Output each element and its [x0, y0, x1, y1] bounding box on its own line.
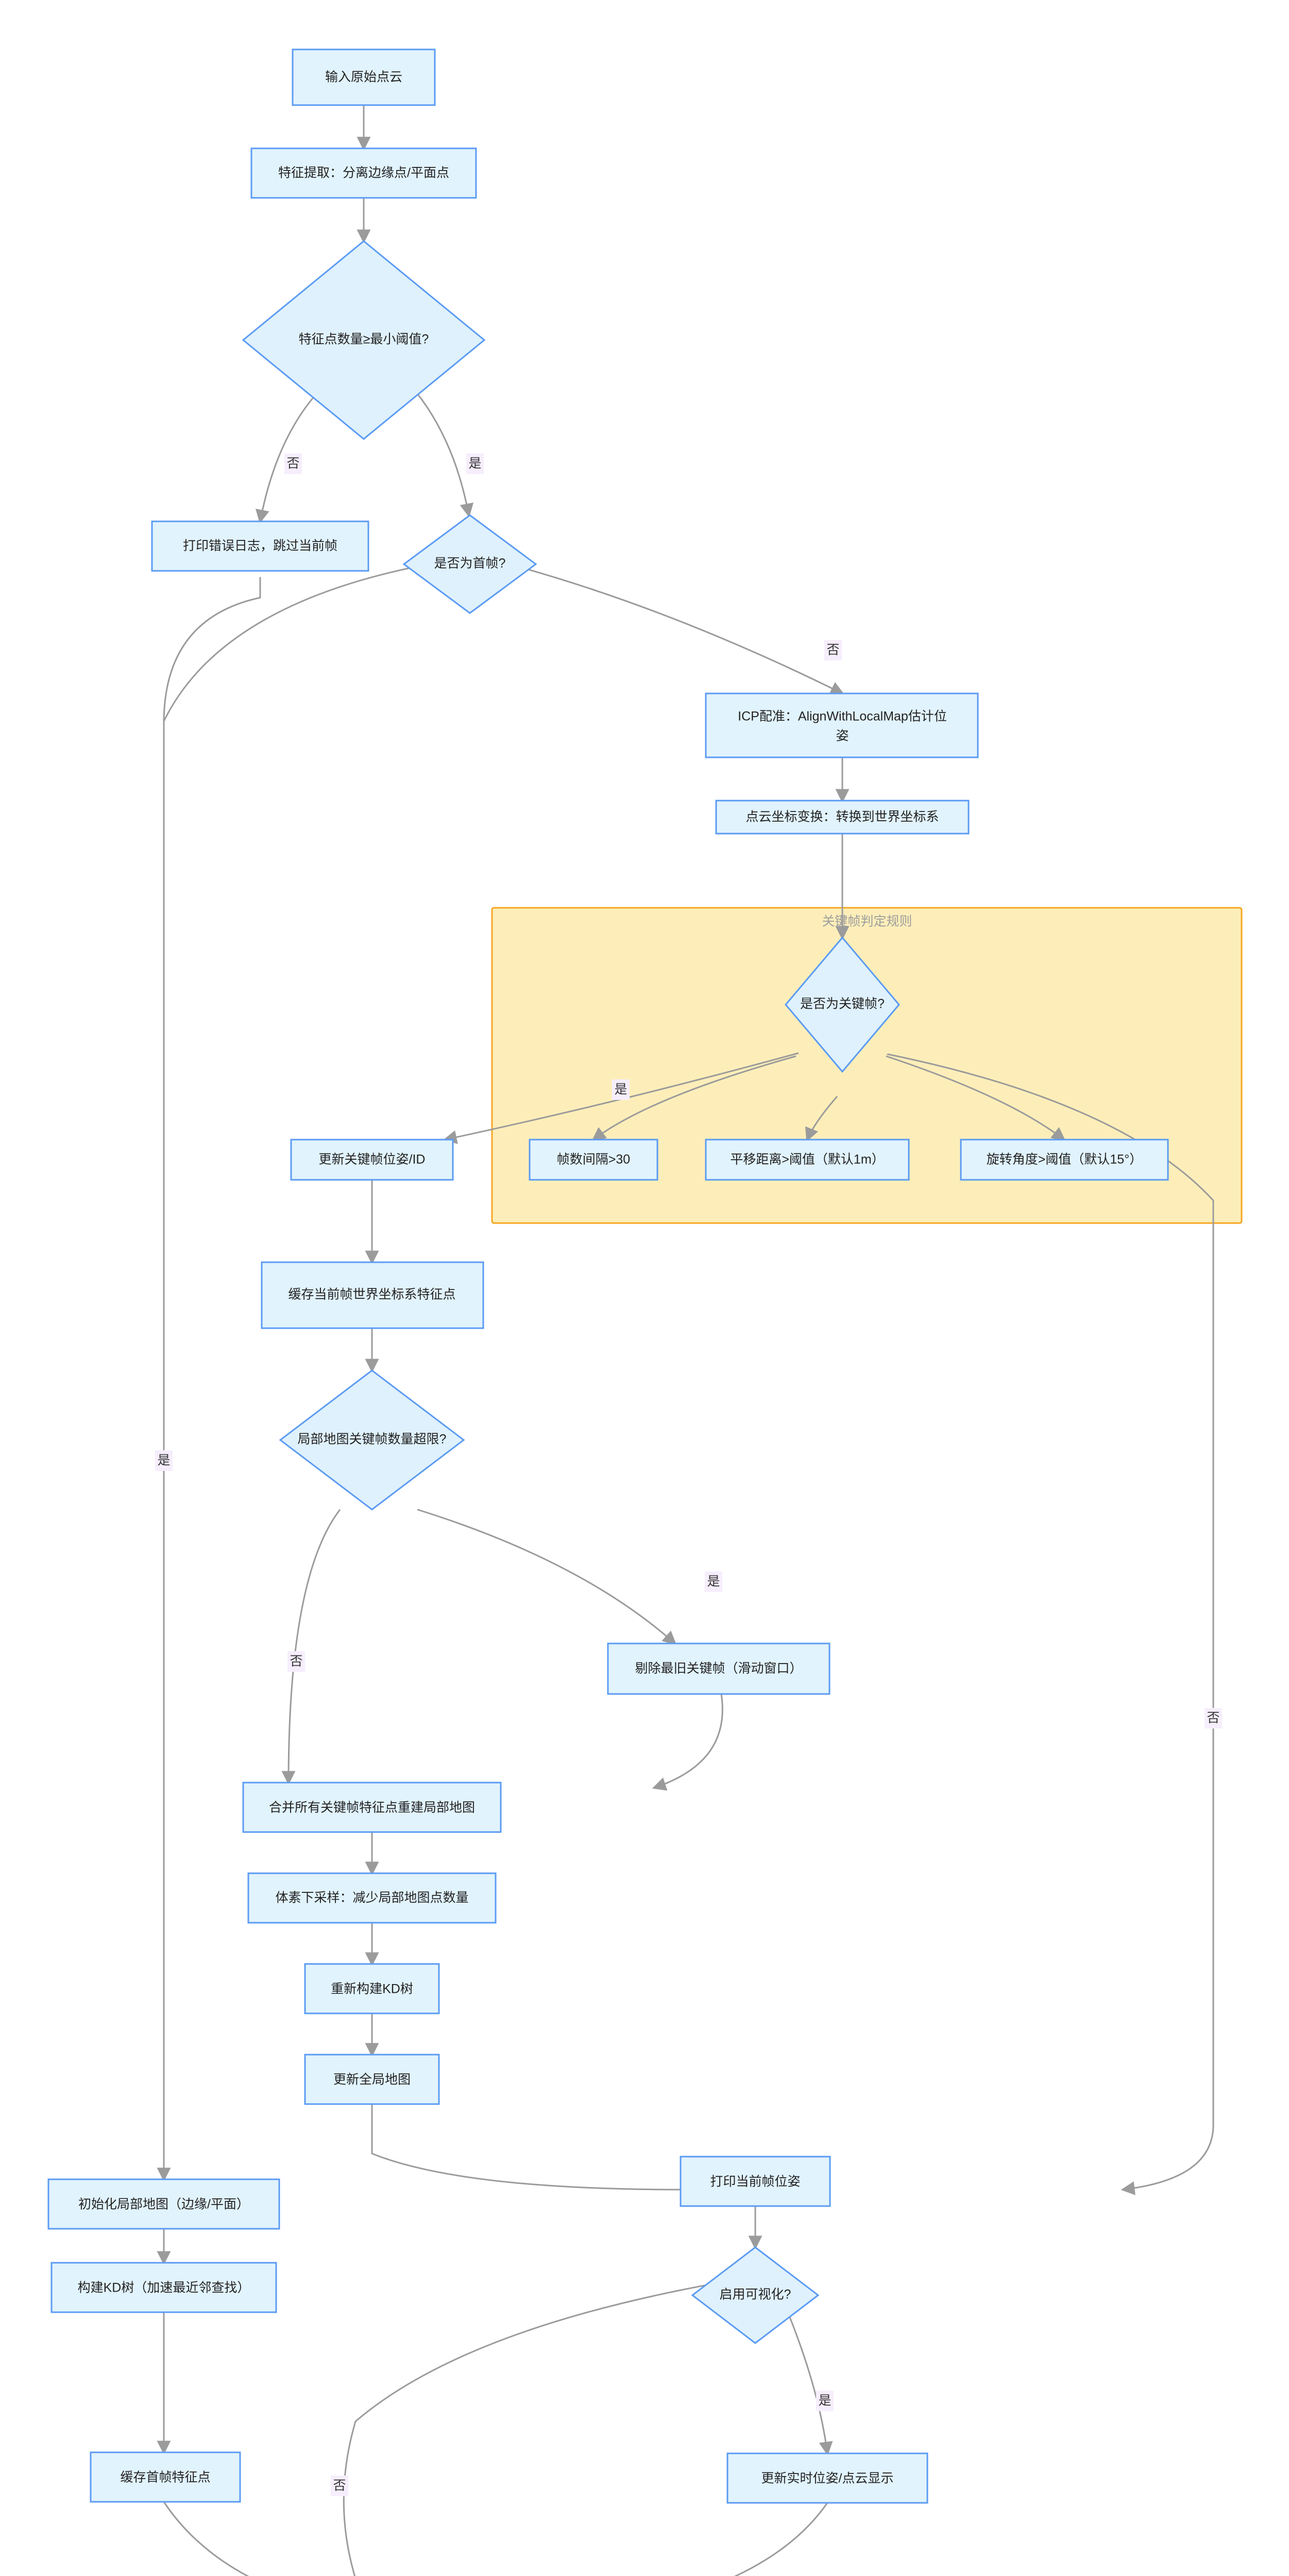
- edge-label-yes-overlimit: 是: [705, 1571, 722, 1592]
- node-label: 旋转角度>阈值（默认15°）: [987, 1153, 1142, 1167]
- node-rotation-gt-threshold[interactable]: 旋转角度>阈值（默认15°）: [960, 1139, 1169, 1181]
- node-build-kdtree[interactable]: 构建KD树（加速最近邻查找）: [50, 2262, 277, 2313]
- edge-n22-n26: [163, 2501, 249, 2576]
- node-update-global-map[interactable]: 更新全局地图: [304, 2054, 440, 2105]
- edge-label-no-visualization: 否: [331, 2476, 348, 2496]
- edge-n8-n23: [887, 1053, 1214, 2195]
- edge-n19-n23: [371, 2104, 698, 2197]
- node-decision-localmap-keyframe-overlimit[interactable]: 局部地图关键帧数量超限?: [279, 1369, 465, 1511]
- node-remove-oldest-keyframe[interactable]: 剔除最旧关键帧（滑动窗口）: [607, 1642, 830, 1695]
- node-label: 帧数间隔>30: [557, 1153, 630, 1167]
- node-decision-enable-visualization[interactable]: 启用可视化?: [691, 2246, 820, 2344]
- node-label: 更新关键帧位姿/ID: [319, 1153, 426, 1167]
- node-decision-is-keyframe[interactable]: 是否为关键帧?: [785, 936, 900, 1073]
- edge-n3-n5: [406, 380, 474, 518]
- edge-n8-n10: [591, 1055, 796, 1141]
- node-label: 输入原始点云: [325, 70, 402, 84]
- node-label: 缓存首帧特征点: [120, 2470, 210, 2485]
- svg-text:否: 否: [826, 643, 839, 657]
- node-decision-is-first-frame[interactable]: 是否为首帧?: [402, 514, 537, 614]
- node-label: 启用可视化?: [720, 2287, 791, 2302]
- node-decision-min-feature-count[interactable]: 特征点数量≥最小阈值?: [242, 240, 486, 440]
- svg-text:是: 是: [614, 1082, 627, 1097]
- node-label: 更新实时位姿/点云显示: [761, 2471, 894, 2486]
- edge-n24-n25: [787, 2313, 833, 2456]
- node-label: 是否为首帧?: [434, 556, 506, 571]
- edge-label-no-first-frame: 否: [824, 640, 842, 660]
- node-update-realtime-pose-display[interactable]: 更新实时位姿/点云显示: [726, 2452, 928, 2504]
- svg-text:是: 是: [157, 1453, 170, 1468]
- edge-label-layer: 否 是 否 是 是 否 是: [155, 453, 1222, 2496]
- node-label: 特征提取：分离边缘点/平面点: [278, 166, 449, 180]
- node-input-raw-pointcloud[interactable]: 输入原始点云: [292, 48, 436, 106]
- node-cache-first-frame-features[interactable]: 缓存首帧特征点: [90, 2451, 241, 2503]
- node-label: 构建KD树（加速最近邻查找）: [78, 2281, 250, 2295]
- edge-label-yes-keyframe: 是: [612, 1079, 630, 1100]
- node-print-current-frame-pose[interactable]: 打印当前帧位姿: [680, 2156, 831, 2207]
- svg-text:否: 否: [286, 456, 299, 471]
- edge-label-yes-min-threshold: 是: [466, 453, 484, 474]
- edge-label-yes-first-frame: 是: [155, 1450, 173, 1471]
- node-update-keyframe-pose-id[interactable]: 更新关键帧位姿/ID: [290, 1139, 454, 1181]
- edge-n25-n26: [734, 2502, 828, 2576]
- edge-n4-n26: [157, 577, 261, 2182]
- svg-text:否: 否: [1207, 1711, 1219, 1725]
- node-label: 更新全局地图: [333, 2073, 411, 2087]
- svg-text:是: 是: [818, 2394, 831, 2408]
- node-label: 打印错误日志，跳过当前帧: [183, 539, 337, 553]
- node-label: 重新构建KD树: [331, 1982, 413, 1996]
- node-label: 剔除最旧关键帧（滑动窗口）: [635, 1662, 802, 1676]
- edge-n8-n11: [805, 1096, 838, 1142]
- svg-text:是: 是: [707, 1574, 720, 1589]
- edge-n15-n16: [652, 1693, 723, 1791]
- node-print-error-skip-frame[interactable]: 打印错误日志，跳过当前帧: [151, 520, 369, 572]
- node-label: 是否为关键帧?: [800, 997, 885, 1011]
- node-translation-gt-threshold[interactable]: 平移距离>阈值（默认1m）: [705, 1139, 910, 1181]
- node-label: 平移距离>阈值（默认1m）: [730, 1153, 884, 1167]
- node-label: 合并所有关键帧特征点重建局部地图: [269, 1801, 475, 1815]
- node-label-line1: ICP配准：AlignWithLocalMap估计位: [738, 709, 947, 724]
- node-icp-align-with-localmap[interactable]: ICP配准：AlignWithLocalMap估计位 姿: [705, 692, 979, 758]
- svg-text:是: 是: [468, 456, 481, 471]
- node-label: 打印当前帧位姿: [710, 2175, 800, 2189]
- node-label: 初始化局部地图（边缘/平面）: [78, 2197, 249, 2212]
- node-label: 体素下采样：减少局部地图点数量: [275, 1891, 468, 1905]
- edge-n14-n16: [281, 1509, 341, 1785]
- svg-text:否: 否: [333, 2479, 346, 2493]
- edge-n5-n6: [507, 563, 845, 695]
- node-label: 局部地图关键帧数量超限?: [298, 1432, 447, 1447]
- edge-label-no-overlimit: 否: [287, 1651, 305, 1672]
- node-label: 特征点数量≥最小阈值?: [299, 332, 429, 347]
- subgraph-title: 关键帧判定规则: [822, 914, 912, 929]
- edge-n5-n20: [163, 563, 432, 722]
- edge-layer: [157, 105, 1214, 2576]
- svg-text:否: 否: [290, 1654, 302, 1669]
- edge-label-no-min-threshold: 否: [284, 453, 302, 474]
- edge-label-no-keyframe: 否: [1205, 1708, 1222, 1728]
- node-voxel-downsample-localmap[interactable]: 体素下采样：减少局部地图点数量: [247, 1872, 497, 1924]
- node-label-line2: 姿: [836, 729, 849, 743]
- node-rebuild-kdtree[interactable]: 重新构建KD树: [304, 1963, 440, 2014]
- edge-n24-n26: [343, 2281, 722, 2576]
- node-cache-current-frame-world-features[interactable]: 缓存当前帧世界坐标系特征点: [261, 1261, 484, 1329]
- node-feature-extraction[interactable]: 特征提取：分离边缘点/平面点: [250, 147, 477, 199]
- edge-n8-n12: [886, 1055, 1066, 1141]
- node-merge-keyframes-rebuild-localmap[interactable]: 合并所有关键帧特征点重建局部地图: [242, 1782, 502, 1833]
- node-init-local-map[interactable]: 初始化局部地图（边缘/平面）: [47, 2178, 280, 2230]
- edge-n14-n15: [417, 1509, 677, 1645]
- node-label: 缓存当前帧世界坐标系特征点: [288, 1287, 455, 1302]
- node-transform-to-world-frame[interactable]: 点云坐标变换：转换到世界坐标系: [715, 800, 970, 835]
- node-label: 点云坐标变换：转换到世界坐标系: [745, 810, 939, 824]
- node-frame-interval-gt-30[interactable]: 帧数间隔>30: [529, 1139, 658, 1181]
- edge-label-yes-visualization: 是: [816, 2391, 834, 2411]
